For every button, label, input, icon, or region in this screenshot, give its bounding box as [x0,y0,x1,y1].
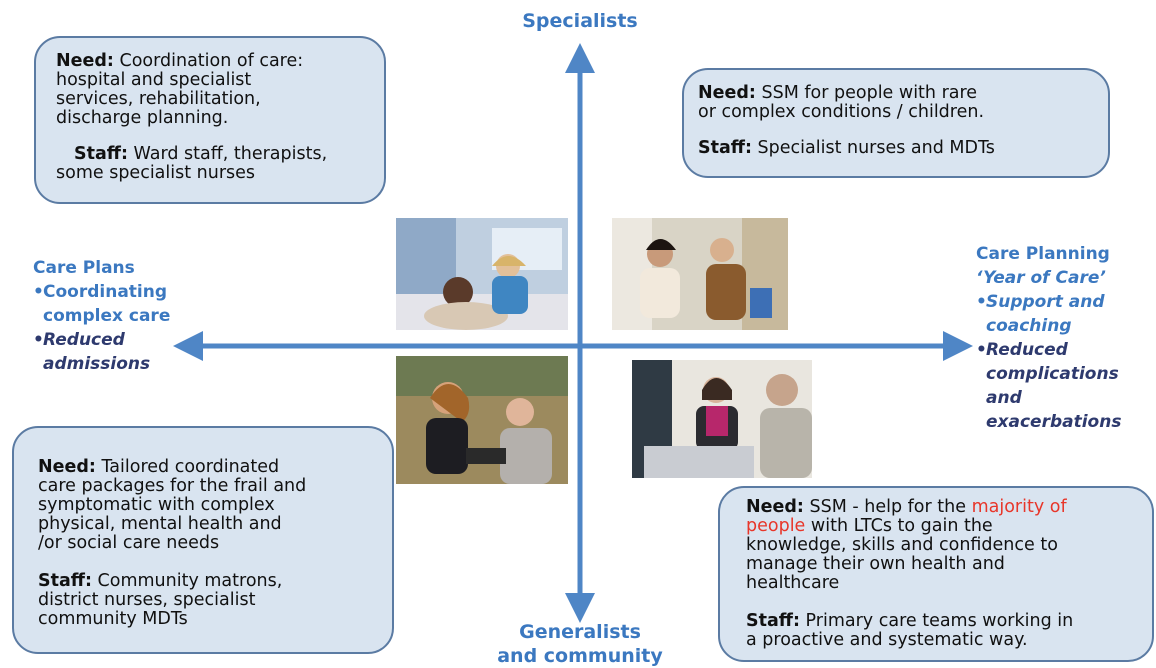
need-line: healthcare [746,573,840,593]
staff-bottom-left: Staff: Community matrons, [38,571,283,591]
need-top-left: Need: Coordination of care: [56,51,304,71]
right-bullet-2-cont2: and [986,388,1022,408]
right-axis-label: Care Planning ‘Year of Care’ •Support an… [976,242,1121,434]
need-top-right: Need: SSM for people with rare [698,83,978,103]
consultation-photo [612,218,788,330]
right-bullet-2: •Reduced [976,340,1068,360]
box-bottom-left: Need: Tailored coordinated care packages… [12,426,394,654]
right-axis-subtitle: ‘Year of Care’ [976,268,1106,288]
need-line: or complex conditions / children. [698,102,985,122]
box-top-left: Need: Coordination of care: hospital and… [34,36,386,204]
left-bullet-1-cont: complex care [43,306,171,326]
right-bullet-1-cont: coaching [986,316,1072,336]
left-bullet-1: •Coordinating [33,282,168,302]
right-axis-title: Care Planning [976,244,1110,264]
need-line: knowledge, skills and confidence to [746,535,1058,555]
need-line: physical, mental health and [38,514,282,534]
staff-top-right: Staff: Specialist nurses and MDTs [698,138,995,158]
need-line: symptomatic with complex [38,495,275,515]
staff-line: district nurses, specialist [38,590,256,610]
staff-line: a proactive and systematic way. [746,630,1028,650]
left-bullet-2: •Reduced [33,330,125,350]
need-line: hospital and specialist [56,70,252,90]
axis-label-bottom: Generalists and community [480,620,680,668]
need-bottom-right: Need: SSM - help for the majority of [746,497,1067,517]
need-line: manage their own health and [746,554,1005,574]
axis-label-bottom-line2: and community [497,645,663,667]
right-bullet-2-cont3: exacerbations [986,412,1122,432]
hospital-ward-photo [396,218,568,330]
need-line: /or social care needs [38,533,220,553]
axis-label-top: Specialists [522,10,638,32]
left-bullet-2-cont: admissions [43,354,151,374]
left-axis-title: Care Plans [33,258,135,278]
people-highlight: people [746,516,806,536]
need-bottom-left: Need: Tailored coordinated [38,457,280,477]
need-line: people with LTCs to gain the [746,516,993,536]
staff-bottom-right: Staff: Primary care teams working in [746,611,1074,631]
need-line: discharge planning. [56,108,229,128]
majority-highlight: majority of [971,497,1067,517]
staff-line: community MDTs [38,609,188,629]
office-consultation-photo [632,360,812,478]
right-bullet-2-cont1: complications [986,364,1119,384]
axis-label-bottom-line1: Generalists [519,621,641,643]
box-top-right: Need: SSM for people with rare or comple… [682,68,1110,178]
home-visit-photo [396,356,568,484]
box-bottom-right: Need: SSM - help for the majority of peo… [718,486,1154,662]
staff-top-left: Staff: Ward staff, therapists, [74,144,328,164]
right-bullet-1: •Support and [976,292,1105,312]
need-line: care packages for the frail and [38,476,307,496]
staff-line: some specialist nurses [56,163,256,183]
need-line: services, rehabilitation, [56,89,261,109]
left-axis-label: Care Plans •Coordinating complex care •R… [33,256,170,376]
